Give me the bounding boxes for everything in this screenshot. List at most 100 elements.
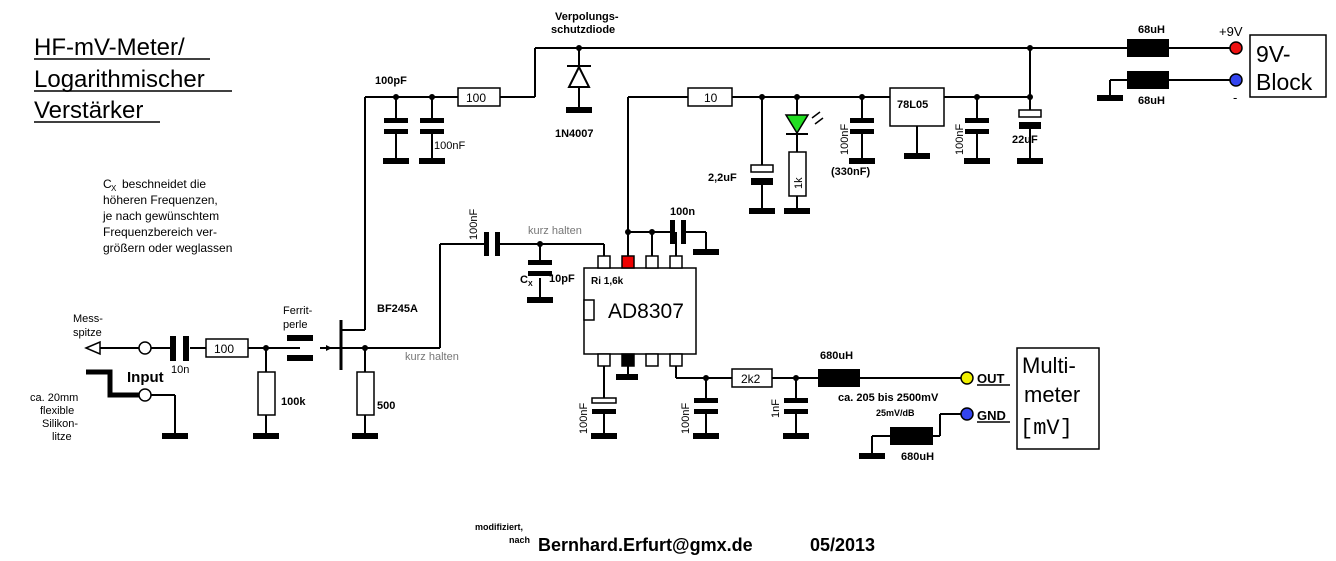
probe-tip: [84, 340, 101, 356]
resistor-500: [356, 371, 375, 416]
inductor-680uh-out: [818, 369, 860, 387]
title-line-1: HF-mV-Meter/: [34, 34, 185, 61]
protection-diode: [567, 64, 591, 88]
capacitor-100nf-d: [591, 397, 617, 414]
capacitor-100nf-coupling: [484, 232, 500, 256]
wire-label-3: Silikon-: [42, 418, 78, 430]
cx-note: C X beschneidet die höheren Frequenzen, …: [102, 177, 232, 255]
out-terminal: [960, 371, 974, 385]
meter-label-3: [mV]: [1020, 416, 1073, 441]
capacitor-10n: [170, 336, 189, 361]
label-ferrite-1: Ferrit-: [283, 305, 313, 317]
capacitor-1nf: [784, 398, 808, 414]
ground-symbols: [162, 95, 1123, 459]
label-diode-2: schutzdiode: [551, 24, 615, 36]
label-reg: 78L05: [897, 99, 928, 111]
label-c-in: 10n: [171, 364, 189, 376]
label-r-500: 500: [377, 400, 395, 412]
label-c-100pf: 100pF: [375, 75, 407, 87]
note-line-1: beschneidet die: [122, 177, 206, 191]
label-gnd: GND: [977, 408, 1006, 423]
wires: [100, 47, 1230, 456]
label-l-68uh-2: 68uH: [1138, 95, 1165, 107]
multimeter-box: [1016, 347, 1100, 450]
capacitor-100nf-e: [694, 398, 718, 414]
wire-label-1: ca. 20mm: [30, 392, 78, 404]
input-label: Input: [127, 369, 164, 386]
battery-label-2: Block: [1256, 69, 1313, 95]
footer-author: Bernhard.Erfurt@gmx.de: [538, 535, 753, 555]
capacitor-100nf-reg-in: [850, 118, 874, 134]
label-r-in: 100: [214, 342, 234, 356]
minus-terminal: [1229, 73, 1243, 87]
label-c-100n-top: 100n: [670, 206, 695, 218]
meter-label-1: Multi-: [1022, 353, 1076, 378]
label-r-1k: 1k: [793, 177, 805, 189]
ic-ad8307: [583, 255, 697, 374]
junctions: [263, 45, 1033, 381]
footer-date: 05/2013: [810, 535, 875, 555]
resistor-100k: [257, 371, 276, 416]
inductor-680uh-gnd: [890, 427, 933, 445]
resistor-100-supply: [457, 87, 501, 107]
label-c-10pf: 10pF: [549, 273, 575, 285]
fet-arrow: [326, 345, 332, 351]
battery-box: [1249, 34, 1327, 98]
ferrite-bead: [287, 335, 313, 361]
label-c-22uf: 22uF: [1012, 134, 1038, 146]
title-line-2: Logarithmischer: [34, 66, 205, 93]
wire-label-2: flexible: [40, 405, 74, 417]
battery-label-1: 9V-: [1256, 41, 1291, 67]
label-range: ca. 205 bis 2500mV: [838, 392, 939, 404]
label-slope: 25mV/dB: [876, 408, 915, 418]
capacitor-100pf: [384, 118, 408, 134]
label-l-680uh-b: 680uH: [901, 451, 934, 463]
note-line-4: Frequenzbereich ver-: [103, 225, 217, 239]
wire-label-4: litze: [52, 431, 72, 443]
label-out: OUT: [977, 371, 1005, 386]
label-r-2k2: 2k2: [741, 372, 761, 386]
capacitor-100n-top: [670, 220, 686, 244]
label-c-2-2uf: 2,2uF: [708, 172, 737, 184]
resistor-100-input: [205, 338, 249, 358]
capacitor-100nf-drain: [420, 118, 444, 134]
resistor-1k: [788, 151, 807, 197]
capacitor-cx: [528, 260, 552, 276]
label-kurz-halten-2: kurz halten: [528, 225, 582, 237]
label-minus: -: [1233, 90, 1237, 105]
label-c-100nf-coupling: 100nF: [468, 209, 480, 240]
label-c-100nf: 100nF: [434, 140, 465, 152]
label-c-100nf-c: 100nF: [954, 124, 966, 155]
input-ground-terminal: [138, 388, 152, 402]
capacitor-2-2uf: [750, 164, 774, 185]
label-diode-1: Verpolungs-: [555, 11, 619, 23]
resistor-10: [687, 87, 733, 107]
input-terminal: [138, 341, 152, 355]
label-r-10: 10: [704, 91, 718, 105]
inductor-68uh-plus: [1127, 39, 1169, 57]
label-c-330nf: (330nF): [831, 166, 870, 178]
label-l-68uh-1: 68uH: [1138, 24, 1165, 36]
label-ferrite-2: perle: [283, 319, 307, 331]
plus-terminal: [1229, 41, 1243, 55]
label-c-100nf-b: 100nF: [839, 124, 851, 155]
silicone-wire: [86, 369, 139, 398]
gnd-terminal: [960, 407, 974, 421]
label-cx-sub: X: [528, 281, 533, 288]
label-r-100k: 100k: [281, 396, 306, 408]
inductor-68uh-minus: [1127, 71, 1169, 89]
label-c-1nf: 1nF: [770, 399, 782, 418]
title-line-3: Verstärker: [34, 97, 143, 124]
capacitor-22uf: [1018, 109, 1042, 129]
label-fet: BF245A: [377, 303, 418, 315]
note-line-2: höheren Frequenzen,: [103, 193, 218, 207]
note-cx: C: [103, 177, 112, 191]
regulator-78l05: [889, 87, 945, 127]
note-line-3: je nach gewünschtem: [102, 209, 219, 223]
label-c-100nf-d: 100nF: [578, 403, 590, 434]
label-cx: C: [520, 274, 528, 286]
led: [784, 111, 824, 135]
resistor-2k2: [731, 368, 773, 388]
meter-label-2: meter: [1024, 382, 1080, 407]
